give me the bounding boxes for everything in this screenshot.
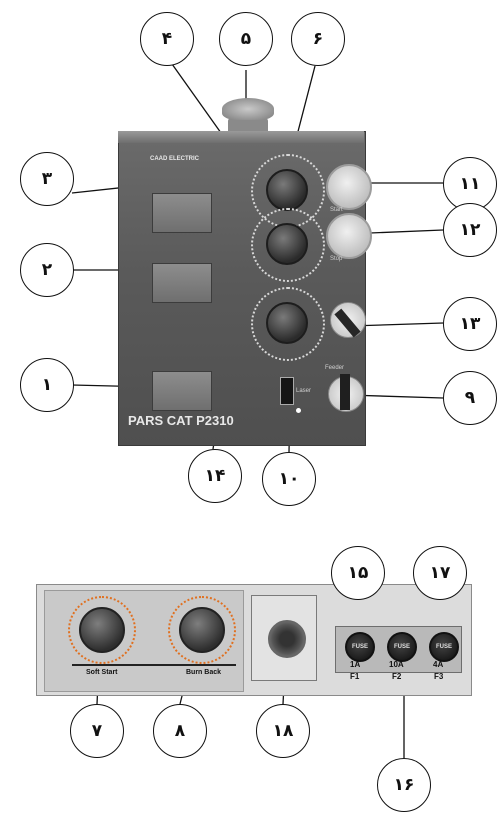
panel-top-bevel [118, 131, 364, 143]
callout-9: ٩ [443, 371, 497, 425]
callout-6: ۶ [291, 12, 345, 66]
fuse-holder-f3[interactable]: FUSE [429, 632, 459, 662]
xlr-connector[interactable] [268, 620, 306, 658]
callout-4: ۴ [140, 12, 194, 66]
emergency-stop-base [228, 118, 268, 134]
fuse-name-f3: F3 [434, 672, 444, 681]
callout-16: ١۶ [377, 758, 431, 812]
stop-label: Stop [330, 256, 343, 262]
fuse-holder-f2[interactable]: FUSE [387, 632, 417, 662]
display-3 [152, 193, 212, 233]
fuse-name-f2: F2 [392, 672, 402, 681]
feeder-handle-9 [340, 374, 350, 410]
callout-18: ١٨ [256, 704, 310, 758]
laser-label: Laser [296, 388, 312, 394]
callout-5: ۵ [219, 12, 273, 66]
emergency-stop-button[interactable] [222, 98, 274, 120]
callout-14: ١۴ [188, 449, 242, 503]
burn-back-knob[interactable] [179, 607, 225, 653]
knob-14[interactable] [266, 302, 308, 344]
fuse-rating-f2: 10A [389, 660, 404, 669]
callout-10: ١٠ [262, 452, 316, 506]
dial-scale-soft-start [68, 596, 136, 664]
dial-scale-burn-back [168, 596, 236, 664]
dial-scale-4 [251, 208, 325, 282]
start-button[interactable] [326, 164, 372, 210]
fuse-name-f1: F1 [350, 672, 360, 681]
soft-start-label: Soft Start [86, 669, 118, 676]
callout-2: ٢ [20, 243, 74, 297]
callout-1: ١ [20, 358, 74, 412]
fuse-rating-f3: 4A [433, 660, 444, 669]
callout-8: ٨ [153, 704, 207, 758]
feeder-label: Feeder [325, 365, 345, 371]
fuse-holder-f1[interactable]: FUSE [345, 632, 375, 662]
callout-12: ١٢ [443, 203, 497, 257]
start-label: Start [330, 207, 343, 213]
display-1 [152, 371, 212, 411]
model-name: PARS CAT P2310 [128, 413, 234, 428]
stop-button[interactable] [326, 213, 372, 259]
display-2 [152, 263, 212, 303]
laser-indicator [296, 408, 301, 413]
soft-start-knob[interactable] [79, 607, 125, 653]
callout-17: ١٧ [413, 546, 467, 600]
burn-back-label: Burn Back [186, 669, 222, 676]
callout-7: ٧ [70, 704, 124, 758]
callout-13: ١٣ [443, 297, 497, 351]
laser-switch-10[interactable] [280, 377, 294, 405]
brand-logo: CAAD ELECTRIC [150, 156, 199, 162]
plate-underline [72, 664, 236, 666]
knob-6[interactable] [266, 169, 308, 211]
callout-3: ٣ [20, 152, 74, 206]
knob-4[interactable] [266, 223, 308, 265]
fuse-rating-f1: 1A [350, 660, 361, 669]
callout-15: ١۵ [331, 546, 385, 600]
dial-scale-14 [251, 287, 325, 361]
